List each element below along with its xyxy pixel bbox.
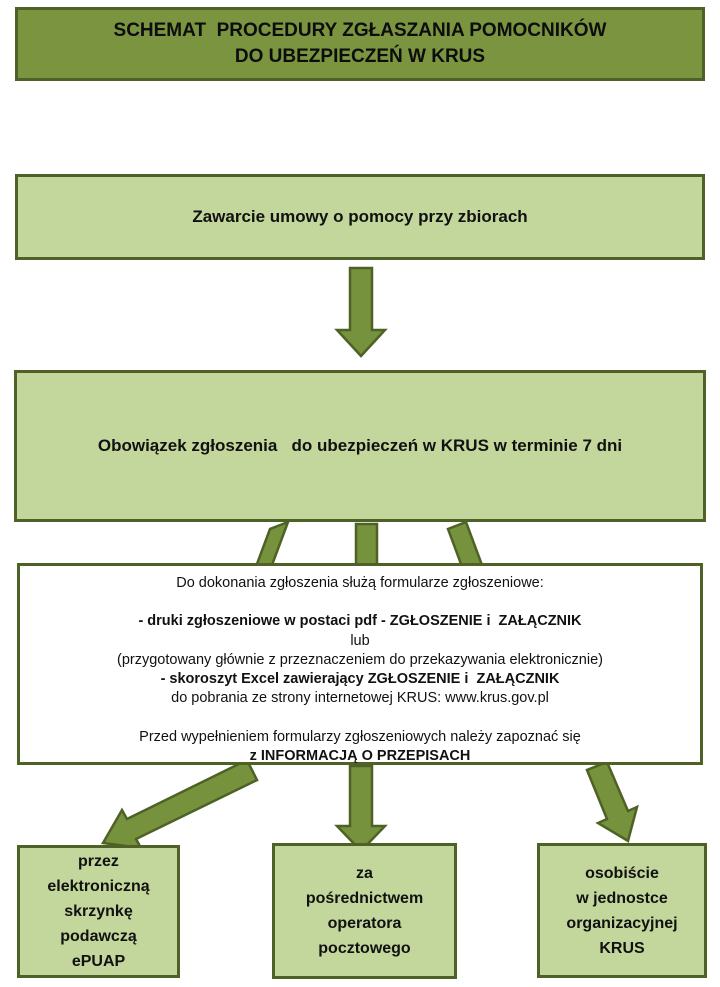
option-box-krus-unit: osobiście w jednostce organizacyjnej KRU…: [537, 843, 707, 978]
info-box-forms: Do dokonania zgłoszenia służą formularze…: [17, 563, 703, 765]
info-line: do pobrania ze strony internetowej KRUS:…: [171, 690, 549, 707]
info-line: Do dokonania zgłoszenia służą formularze…: [176, 575, 544, 591]
info-line: lub: [350, 632, 370, 649]
info-line: (przygotowany głównie z przeznaczeniem d…: [117, 651, 603, 668]
info-line: - druki zgłoszeniowe w postaci pdf - ZGŁ…: [138, 613, 582, 630]
option-box-epuap: przez elektroniczną skrzynkę podawczą eP…: [17, 845, 180, 978]
down-arrow-icon: [334, 266, 388, 358]
step-box-obligation: Obowiązek zgłoszenia do ubezpieczeń w KR…: [14, 370, 706, 522]
fan-out-middle-arrow-icon: [334, 764, 388, 853]
fan-out-right-arrow-icon: [585, 760, 639, 843]
info-line: Przed wypełnieniem formularzy zgłoszenio…: [139, 728, 581, 745]
info-line: - skoroszyt Excel zawierający ZGŁOSZENIE…: [160, 670, 560, 687]
info-line: z INFORMACJĄ O PRZEPISACH: [249, 747, 471, 764]
diagram-title: SCHEMAT PROCEDURY ZGŁASZANIA POMOCNIKÓW …: [15, 7, 705, 81]
option-box-postal-operator: za pośrednictwem operatora pocztowego: [272, 843, 457, 979]
fan-out-left-arrow-icon: [100, 758, 259, 850]
step-box-agreement: Zawarcie umowy o pomocy przy zbiorach: [15, 174, 705, 260]
